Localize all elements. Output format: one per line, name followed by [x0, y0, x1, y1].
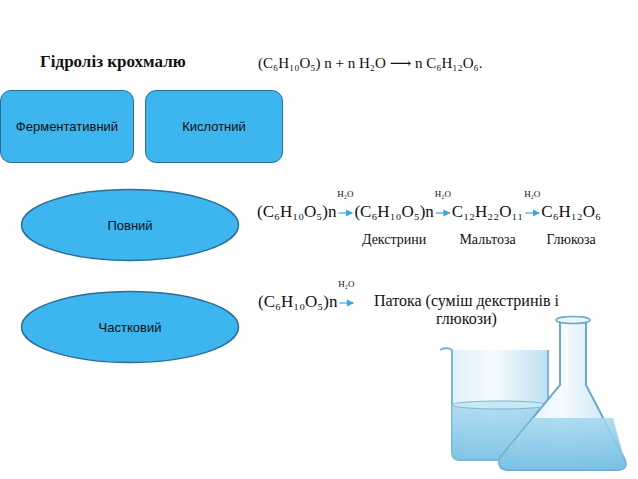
- formula-label: C₁₂H₂₂O₁₁: [452, 202, 523, 222]
- process-ellipse: Частковий: [20, 290, 240, 364]
- node-label: Повний: [99, 218, 160, 233]
- ellipse-shape: [22, 292, 239, 363]
- node-label: Ферментативний: [8, 119, 126, 134]
- reagent-label: H₂O: [337, 189, 353, 199]
- process-box: Кислотний: [145, 90, 283, 163]
- ellipse-shape: [22, 190, 239, 261]
- reaction-arrow: [436, 212, 450, 213]
- product-name: Декстрини: [362, 232, 426, 248]
- reaction-arrow: [339, 302, 353, 303]
- reagent-label: H₂O: [338, 279, 354, 289]
- formula-label: C₆H₁₂O₆: [541, 202, 601, 222]
- node-label: Частковий: [91, 320, 170, 335]
- formula-label: (C₆H₁₀O₅)n: [257, 202, 336, 222]
- formula-label: (C₆H₁₀O₅)n: [354, 202, 433, 222]
- process-ellipse: Повний: [20, 188, 240, 262]
- reagent-label: H₂O: [435, 189, 451, 199]
- formula-label: (C₆H₁₀O₅)n: [258, 292, 337, 312]
- flask: [499, 317, 626, 471]
- product-name: Глюкоза: [546, 232, 595, 248]
- node-label: Кислотний: [174, 119, 254, 134]
- process-box: Ферментативний: [0, 90, 134, 163]
- formula-label: Патока (суміш декстринів і глюкози): [355, 292, 577, 328]
- reaction-equation: (C₆H₁₀O₅) n + n H₂O ⟶ n C₆H₁₂O₆.: [258, 54, 483, 72]
- reaction-arrow: [338, 212, 352, 213]
- reagent-label: H₂O: [524, 189, 540, 199]
- reaction-arrow: [525, 212, 539, 213]
- diagram-title: Гідроліз крохмалю: [40, 52, 186, 72]
- product-name: Мальтоза: [459, 232, 515, 248]
